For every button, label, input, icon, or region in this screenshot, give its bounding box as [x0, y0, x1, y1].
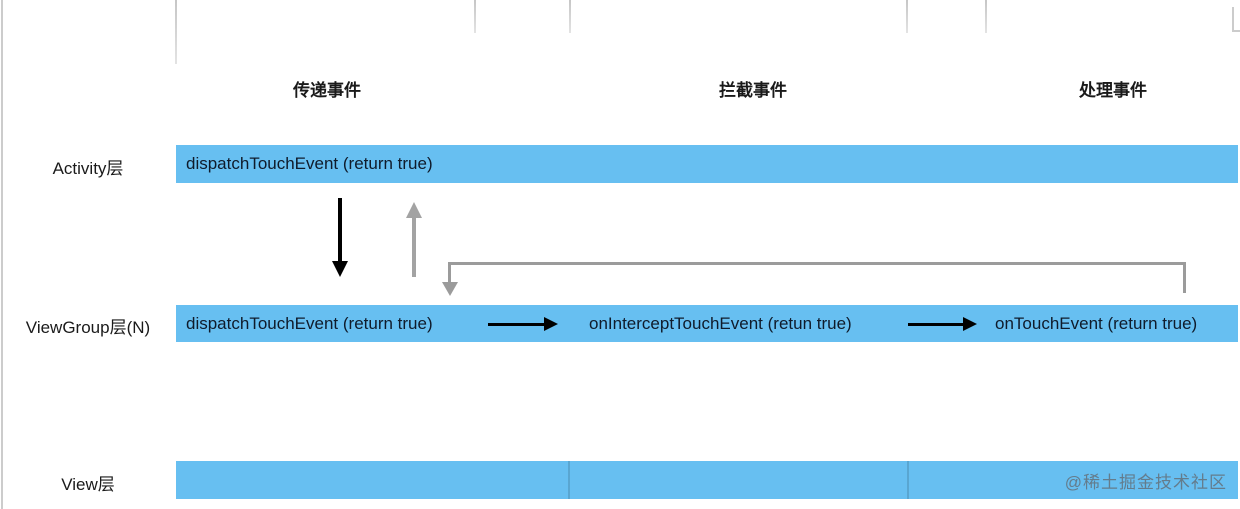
column-header-pass-event: 传递事件 — [293, 81, 361, 100]
view-bar-column-divider — [568, 461, 570, 499]
dispatch-down-arrow — [338, 198, 342, 262]
flow-arrow-intercept-to-ontouch-head — [963, 316, 977, 331]
view-bar-column-divider — [907, 461, 909, 499]
column-header-intercept-event: 拦截事件 — [719, 81, 787, 100]
top-grid-line — [906, 0, 908, 33]
top-grid-line — [175, 0, 177, 64]
flow-arrow-intercept-to-ontouch — [908, 322, 963, 326]
dispatch-down-arrow-head — [332, 261, 348, 277]
viewgroup-ontouch-text: onTouchEvent (return true) — [995, 313, 1198, 333]
ontouch-return-path-left-vertical — [448, 262, 451, 283]
flow-arrow-dispatch-to-intercept — [488, 322, 544, 326]
top-grid-line — [474, 0, 476, 33]
ontouch-return-path-arrow-head — [442, 282, 458, 296]
top-right-bracket-horizontal — [1232, 30, 1240, 32]
top-grid-line — [569, 0, 571, 33]
ontouch-return-path-right-vertical — [1183, 262, 1186, 293]
left-border-line — [1, 0, 3, 509]
row-label-activity: Activity层 — [52, 159, 124, 178]
return-up-arrow — [412, 217, 416, 277]
view-layer-bar: @稀土掘金技术社区 — [176, 461, 1238, 499]
row-label-view: View层 — [61, 475, 115, 494]
row-label-viewgroup: ViewGroup层(N) — [25, 318, 151, 337]
juejin-watermark: @稀土掘金技术社区 — [1064, 472, 1227, 492]
return-up-arrow-head — [406, 202, 422, 218]
viewgroup-layer-bar: dispatchTouchEvent (return true) onInter… — [176, 305, 1238, 342]
top-grid-line — [985, 0, 987, 33]
ontouch-return-path-horizontal — [449, 262, 1186, 265]
activity-layer-bar: dispatchTouchEvent (return true) — [176, 145, 1238, 183]
flow-arrow-dispatch-to-intercept-head — [544, 316, 558, 331]
top-right-bracket-vertical — [1232, 7, 1234, 32]
viewgroup-intercept-text: onInterceptTouchEvent (retun true) — [589, 313, 852, 333]
column-header-handle-event: 处理事件 — [1079, 81, 1147, 100]
viewgroup-dispatch-text: dispatchTouchEvent (return true) — [186, 313, 433, 333]
activity-dispatch-text: dispatchTouchEvent (return true) — [186, 154, 433, 173]
